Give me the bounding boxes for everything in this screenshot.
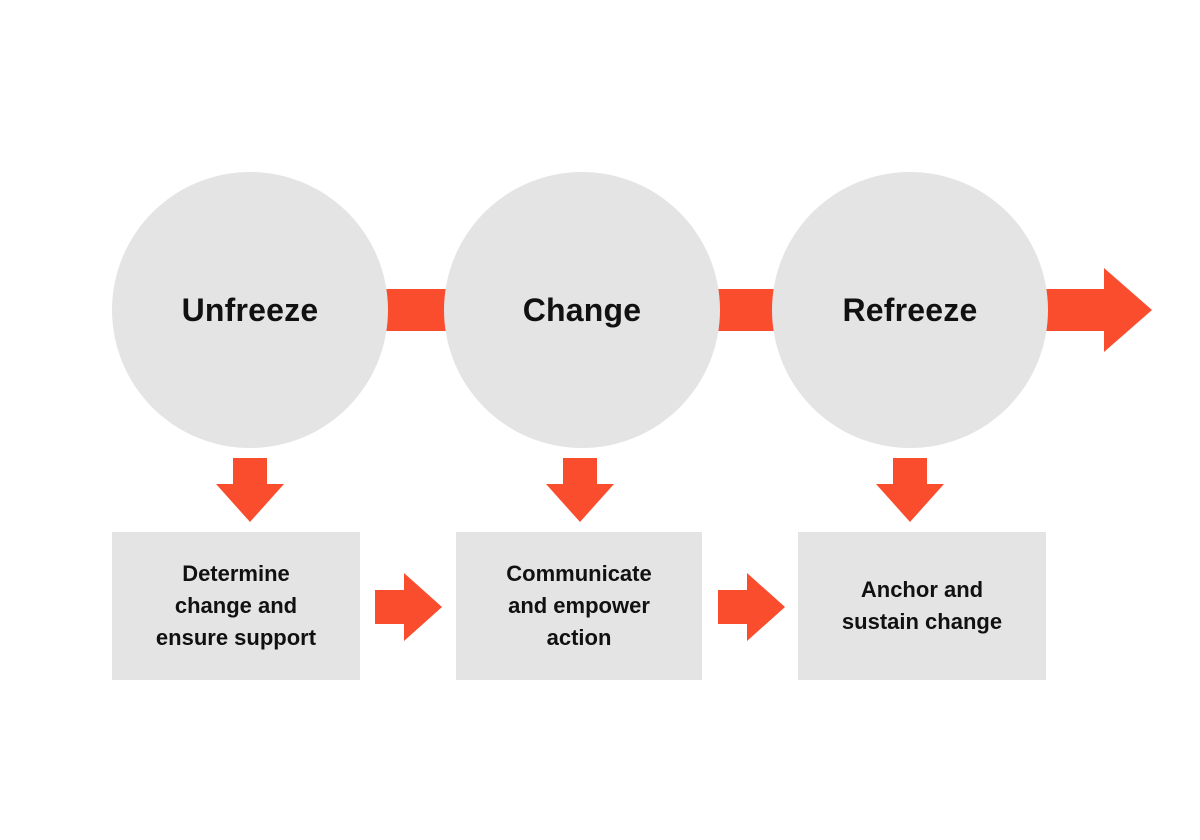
- stage-title-unfreeze: Unfreeze: [181, 291, 319, 328]
- down-arrow-refreeze-icon: [876, 458, 944, 522]
- stage-circle-unfreeze: Unfreeze: [112, 172, 388, 448]
- action-box-unfreeze: Determine change and ensure support: [112, 532, 360, 680]
- step-arrow-1-icon: [375, 573, 442, 641]
- action-box-change: Communicate and empower action: [456, 532, 702, 680]
- stage-circle-change: Change: [444, 172, 720, 448]
- stage-circle-refreeze: Refreeze: [772, 172, 1048, 448]
- action-box-refreeze: Anchor and sustain change: [798, 532, 1046, 680]
- action-text-refreeze: Anchor and sustain change: [841, 577, 1003, 634]
- down-arrow-unfreeze-icon: [216, 458, 284, 522]
- down-arrow-change-icon: [546, 458, 614, 522]
- stage-title-change: Change: [522, 291, 642, 328]
- step-arrow-2-icon: [718, 573, 785, 641]
- stage-title-refreeze: Refreeze: [842, 291, 978, 328]
- action-text-change: Communicate and empower action: [506, 561, 652, 650]
- action-text-unfreeze: Determine change and ensure support: [155, 561, 317, 650]
